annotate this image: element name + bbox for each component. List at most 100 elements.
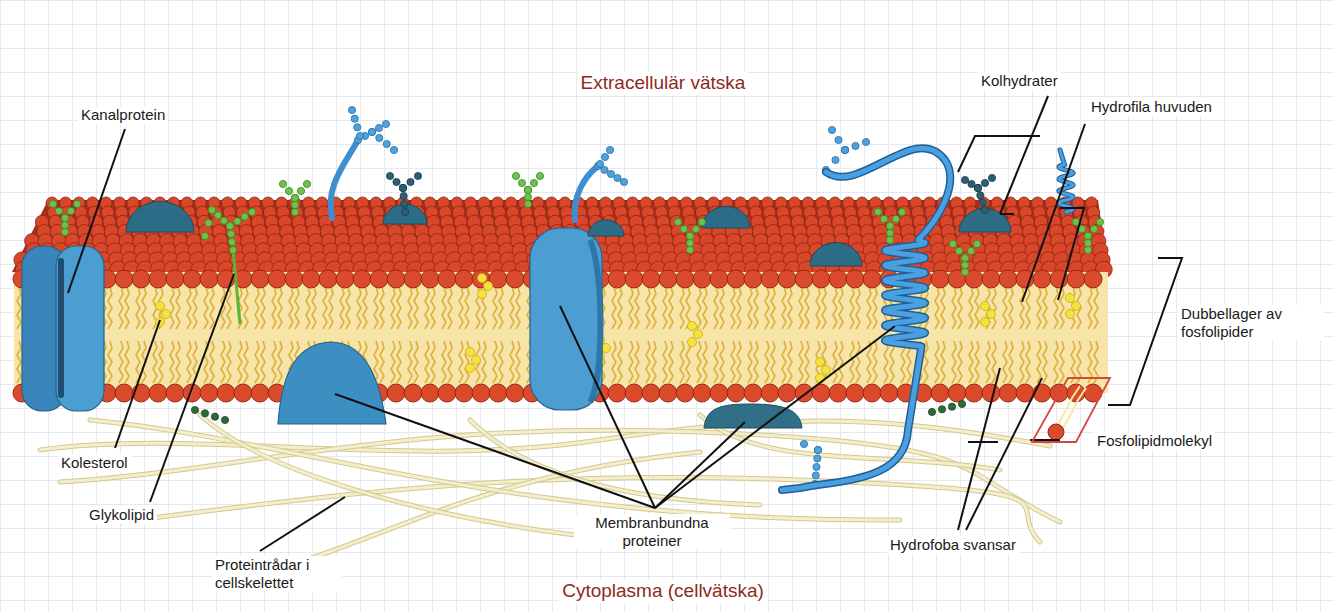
- helix-outline: [1059, 150, 1073, 212]
- hydrophobic-tail: [612, 341, 616, 383]
- glycolipid-sugar: [61, 221, 68, 228]
- phospholipid-head: [812, 270, 830, 288]
- cholesterol: [1072, 302, 1081, 311]
- glycolipid-sugar: [1096, 218, 1103, 225]
- sugar-bead: [835, 136, 842, 143]
- hydrophobic-tail: [663, 341, 667, 383]
- glycolipid-sugar: [524, 186, 531, 193]
- sugar-bead: [383, 140, 390, 147]
- hydrophobic-tail: [289, 287, 293, 329]
- hydrophobic-tail: [1026, 287, 1030, 329]
- hydrophobic-tail: [170, 287, 174, 329]
- leader-line: [335, 394, 655, 508]
- glycolipid-sugar: [1084, 232, 1091, 239]
- hydrophobic-tail: [799, 287, 803, 329]
- hydrophobic-tail: [187, 287, 191, 329]
- cholesterol: [694, 330, 703, 339]
- hydrophobic-tail: [805, 287, 809, 329]
- sugar-bead: [948, 403, 955, 410]
- hydrophobic-tail: [737, 341, 741, 383]
- hydrophobic-tail: [108, 341, 112, 383]
- glycolipid-sugar: [686, 232, 693, 239]
- peripheral-protein: [278, 342, 386, 424]
- hydrophobic-tail: [771, 287, 775, 329]
- phospholipid-head: [778, 384, 796, 402]
- hydrophobic-tail: [629, 341, 633, 383]
- phospholipid-head: [727, 384, 745, 402]
- glycolipid-sugar: [291, 201, 298, 208]
- hydrophobic-tail: [1043, 341, 1047, 383]
- hydrophobic-tail: [646, 341, 650, 383]
- glycolipid-sugar: [949, 240, 956, 247]
- phospholipid-head: [1084, 270, 1102, 288]
- hydrophobic-tail: [125, 341, 129, 383]
- phospholipid-head: [948, 384, 966, 402]
- phospholipid-head: [931, 270, 949, 288]
- hydrophobic-tail: [731, 287, 735, 329]
- hydrophobic-tail: [391, 287, 395, 329]
- phospholipid-head: [472, 384, 490, 402]
- bracket: [968, 441, 998, 443]
- phospholipid-head: [761, 270, 779, 288]
- hydrophobic-tail: [924, 287, 928, 329]
- hydrophobic-tail: [516, 341, 520, 383]
- sugar-bead: [814, 446, 821, 453]
- hydrophobic-tail: [941, 287, 945, 329]
- glycolipid-sugar: [279, 180, 286, 187]
- cholesterol: [156, 302, 165, 311]
- hydrophobic-tail: [1054, 341, 1058, 383]
- glycolipid-sugar: [228, 238, 235, 245]
- phospholipid-head: [676, 384, 694, 402]
- phospholipid-head: [438, 270, 456, 288]
- hydrophobic-tail: [833, 341, 837, 383]
- hydrophobic-tail: [363, 287, 367, 329]
- hydrophobic-tail: [374, 287, 378, 329]
- hydrophobic-tail: [510, 341, 514, 383]
- hydrophobic-tail: [431, 287, 435, 329]
- glycolipid-sugar: [291, 208, 298, 215]
- phospholipid-head: [234, 384, 252, 402]
- sugar-bead: [828, 126, 835, 133]
- sugar-bead: [348, 106, 355, 113]
- glycolipid-sugar: [886, 229, 893, 236]
- glycolipid-sugar: [61, 214, 68, 221]
- glycolipid-sugar: [698, 218, 705, 225]
- glycolipid-sugar: [220, 217, 227, 224]
- glycolipid-sugar: [1084, 232, 1091, 239]
- sugar-bead: [596, 160, 603, 167]
- glycolipid-sugar: [226, 222, 233, 229]
- hydrophobic-tail: [680, 341, 684, 383]
- glycolipid-sugar: [61, 214, 68, 221]
- hydrophobic-tail: [227, 341, 231, 383]
- hydrophobic-tail: [941, 341, 945, 383]
- glycolipid-sugar: [303, 180, 310, 187]
- hydrophobic-tail: [391, 341, 395, 383]
- hydrophobic-tail: [425, 341, 429, 383]
- cholesterol: [987, 310, 996, 319]
- phospholipid-head: [676, 270, 694, 288]
- sugar-bead: [974, 184, 981, 191]
- phospholipid-head: [846, 270, 864, 288]
- sugar-bead: [800, 440, 807, 447]
- hydrophobic-tail: [431, 341, 435, 383]
- sugar-bead: [201, 410, 208, 417]
- hydrophobic-tail: [516, 287, 520, 329]
- hydrophobic-tail: [272, 287, 276, 329]
- hydrophobic-tail: [669, 341, 673, 383]
- phospholipid-head: [999, 270, 1017, 288]
- phospholipid-head: [251, 384, 269, 402]
- sugar-bead: [401, 208, 408, 215]
- glycolipid-sugar: [961, 254, 968, 261]
- sugar-bead: [407, 178, 414, 185]
- channel-protein: [22, 246, 66, 411]
- glycolipid-sugar: [61, 228, 68, 235]
- sugar-bead: [375, 124, 382, 131]
- sugar-bead: [841, 146, 848, 153]
- glycolipid-sugar: [898, 208, 905, 215]
- hydrophobic-tail: [635, 341, 639, 383]
- glycolipid-sugar: [55, 207, 62, 214]
- sugar-bead: [958, 400, 965, 407]
- hydrophobic-tail: [839, 341, 843, 383]
- hydrophobic-tail: [442, 287, 446, 329]
- hydrophobic-tail: [380, 287, 384, 329]
